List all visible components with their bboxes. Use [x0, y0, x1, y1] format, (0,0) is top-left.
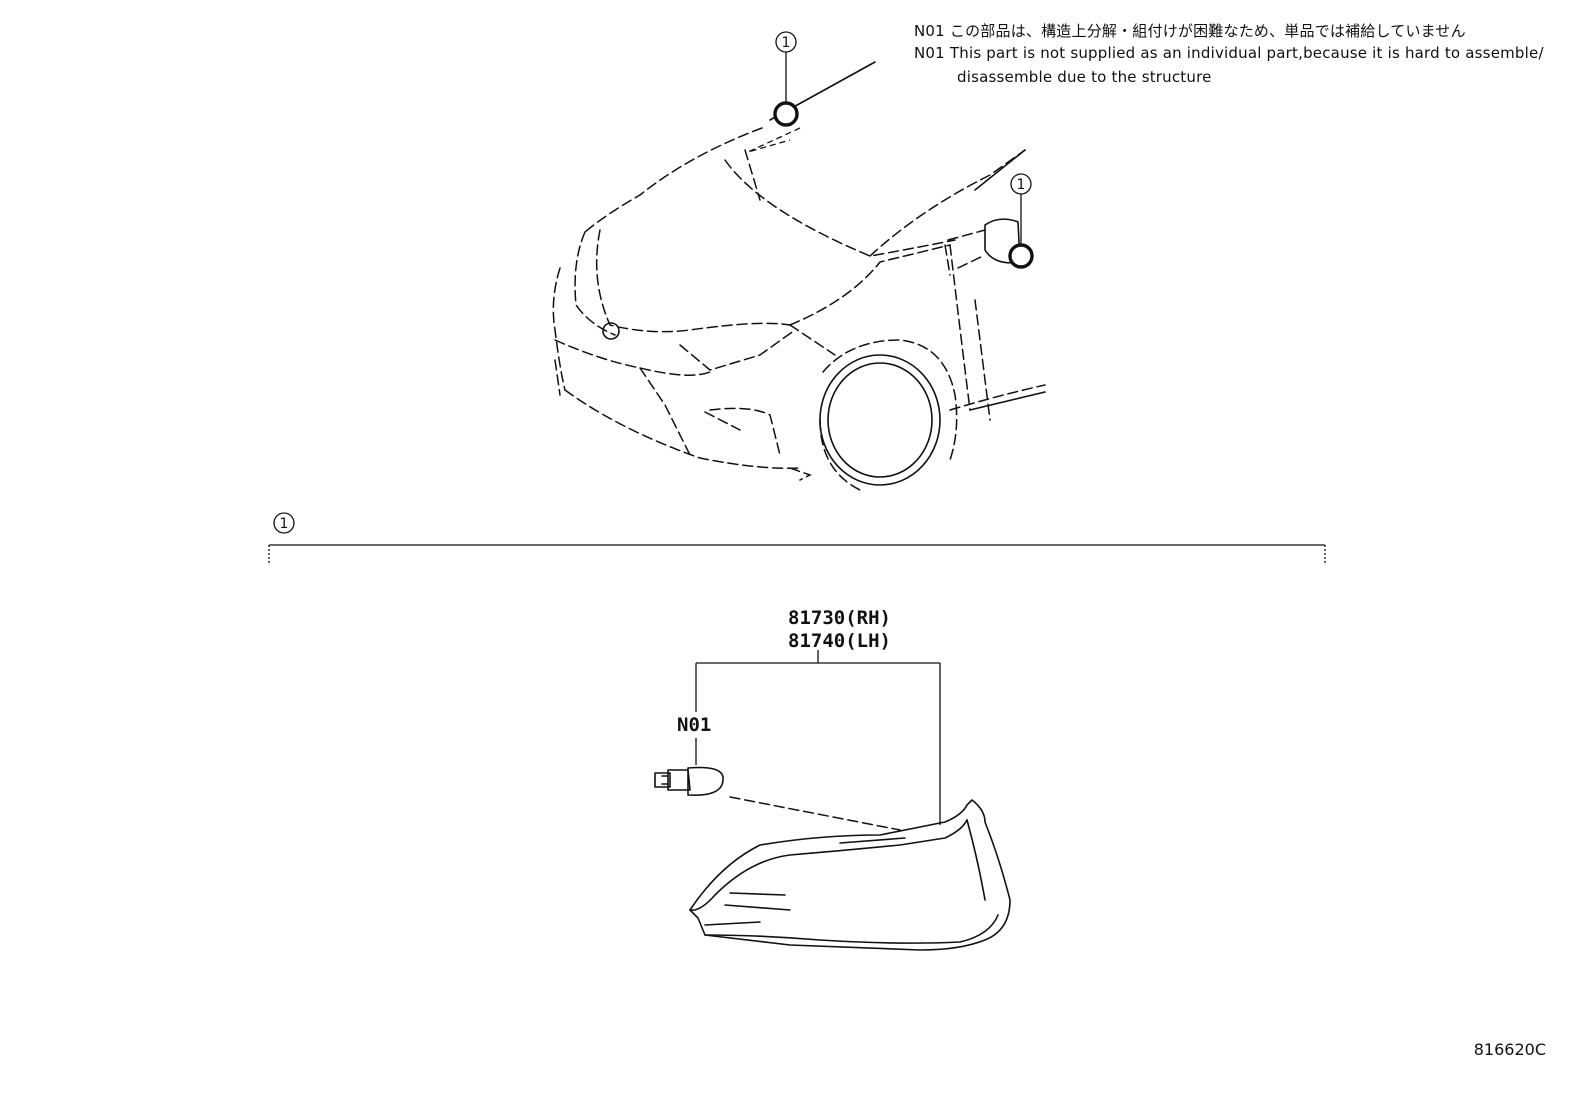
note-en-line1: N01 This part is not supplied as an indi… [914, 44, 1544, 62]
note-jp-text: この部品は、構造上分解・組付けが困難なため、単品では補給していません [949, 22, 1466, 40]
part-number-rh: 81730(RH) [788, 607, 891, 629]
side-turn-lamp [689, 799, 1011, 951]
note-jp-prefix: N01 [914, 22, 945, 40]
callout-top-label: 1 [782, 35, 791, 51]
note-jp: N01 この部品は、構造上分解・組付けが困難なため、単品では補給していません [914, 20, 1466, 41]
bulb-illustration [654, 766, 901, 831]
section-bracket: 1 [268, 512, 1326, 563]
marker-ring-mirror [1008, 243, 1034, 269]
note-en-line2: disassemble due to the structure [957, 68, 1212, 86]
part-number-lh: 81740(LH) [788, 630, 891, 652]
figure-code: 816620C [1473, 1040, 1546, 1059]
part-leader [695, 650, 941, 825]
section-callout-label: 1 [280, 516, 289, 532]
part-number-labels: 81730(RH) 81740(LH) N01 [677, 607, 891, 736]
callout-top: 1 [773, 31, 799, 127]
bulb-note-code: N01 [677, 714, 711, 736]
note-en-prefix: N01 [914, 44, 945, 62]
callout-mirror: 1 [1008, 173, 1034, 269]
callout-mirror-label: 1 [1017, 177, 1026, 193]
car-illustration [552, 61, 1046, 491]
marker-ring-top [773, 101, 799, 127]
note-en-text-1: This part is not supplied as an individu… [949, 44, 1544, 62]
